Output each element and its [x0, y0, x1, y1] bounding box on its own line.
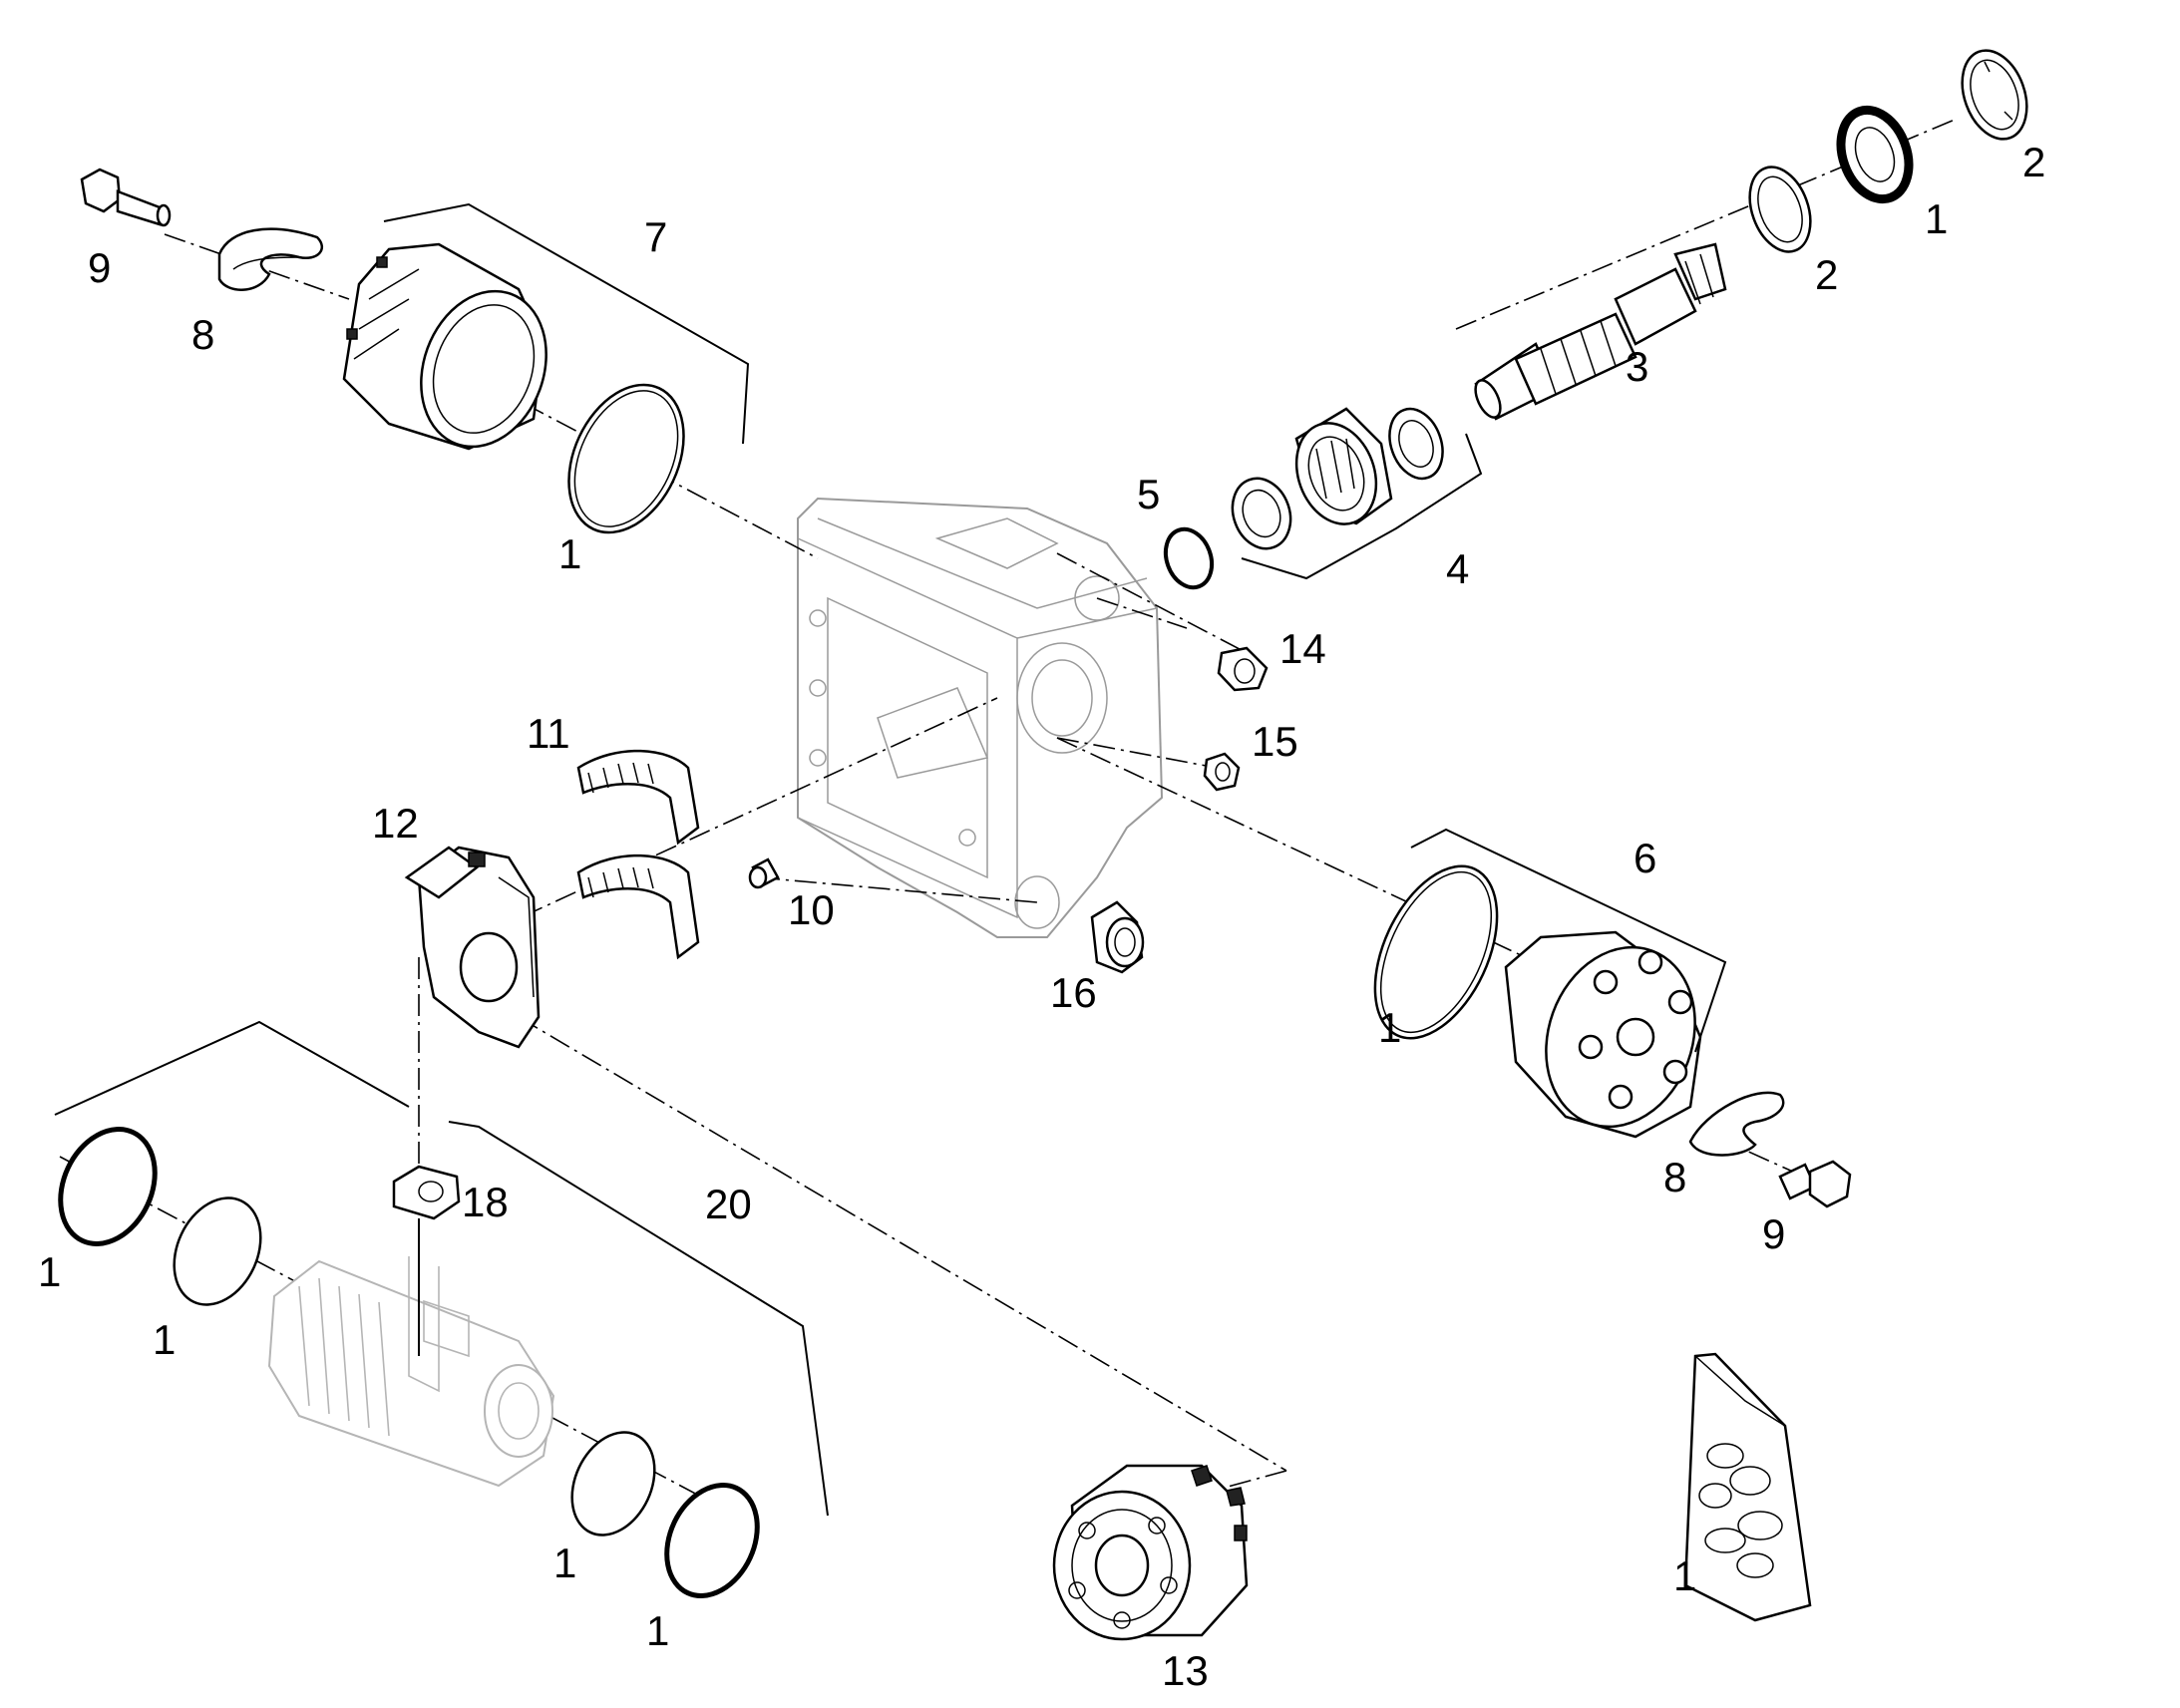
callout-15: 15	[1252, 718, 1298, 765]
callout-1-kit: 1	[1673, 1552, 1696, 1599]
part-1-oring-top	[567, 383, 685, 534]
callout-1-seal-top: 1	[1925, 195, 1948, 242]
part-16-plug	[1090, 900, 1145, 974]
bracket-7	[383, 202, 750, 445]
part-5-snap-ring	[1163, 526, 1215, 590]
callout-13: 13	[1162, 1647, 1209, 1694]
part-6-cover-right	[1504, 930, 1702, 1139]
part-12-swash-plate	[404, 846, 541, 1049]
callout-11: 11	[527, 710, 570, 757]
part-1-ring-left-d	[664, 1483, 760, 1598]
callout-labels: 9 8 7 1 2 1 2 3 5 4 14 15 11 12 10 16 6 …	[38, 139, 2045, 1694]
callout-20: 20	[705, 1181, 752, 1227]
part-1-ring-left-b	[173, 1196, 262, 1306]
part-7-cover-top	[342, 242, 547, 451]
part-8-clamp-top	[217, 227, 324, 291]
part-13-rotating-group	[1052, 1464, 1249, 1641]
part-1-seal-kit-bag	[1683, 1352, 1812, 1622]
part-1-ring-left-c	[570, 1431, 656, 1537]
part-3-drive-shaft	[1474, 242, 1727, 421]
callout-2-right-top: 2	[2022, 139, 2045, 185]
part-14-plug	[1217, 646, 1269, 692]
callout-1-ring-top: 1	[558, 530, 581, 577]
callout-4: 4	[1446, 545, 1469, 592]
part-1-seal-top	[1836, 105, 1914, 204]
part-4-bearing-assembly	[1231, 407, 1444, 550]
part-9-fitting-top	[80, 168, 172, 227]
part-1-oring-right	[1373, 864, 1499, 1040]
callout-1-left-d: 1	[646, 1607, 669, 1654]
callout-10: 10	[788, 886, 835, 933]
part-10-pin	[748, 857, 780, 889]
part-8-clamp-right	[1688, 1091, 1785, 1157]
callout-7: 7	[644, 213, 667, 260]
part-11-swash-bearings	[576, 749, 700, 960]
callout-14: 14	[1279, 625, 1326, 672]
callout-5: 5	[1137, 471, 1160, 517]
callout-9-top: 9	[88, 244, 111, 291]
bracket-4	[1241, 433, 1483, 580]
bracket-6	[1410, 828, 1727, 1053]
callout-1-ring-right: 1	[1378, 1004, 1401, 1051]
callout-1-left-a: 1	[38, 1248, 61, 1295]
callout-16: 16	[1050, 969, 1097, 1016]
bracket-20-left	[54, 1020, 410, 1116]
callout-1-left-b: 1	[153, 1316, 176, 1363]
callout-9-right: 9	[1762, 1210, 1785, 1257]
pump-housing	[797, 497, 1164, 938]
callout-2-right-mid: 2	[1815, 251, 1838, 298]
callout-8-right: 8	[1663, 1154, 1686, 1200]
callout-18: 18	[462, 1179, 509, 1225]
bracket-20	[448, 1121, 829, 1517]
callout-3: 3	[1626, 343, 1648, 390]
part-15-plug	[1203, 752, 1241, 792]
callout-12: 12	[372, 800, 419, 847]
callout-1-left-c: 1	[553, 1539, 576, 1586]
part-1-ring-left-a	[58, 1127, 158, 1246]
callout-6: 6	[1634, 835, 1656, 881]
part-2-retainer-top	[1961, 49, 2028, 141]
callout-8-top: 8	[191, 311, 214, 358]
part-2-retainer-mid	[1748, 166, 1812, 253]
part-9-fitting-right	[1778, 1160, 1852, 1208]
part-18-spacer	[392, 1165, 461, 1220]
part-20-control-valve-ghost	[267, 1256, 555, 1488]
